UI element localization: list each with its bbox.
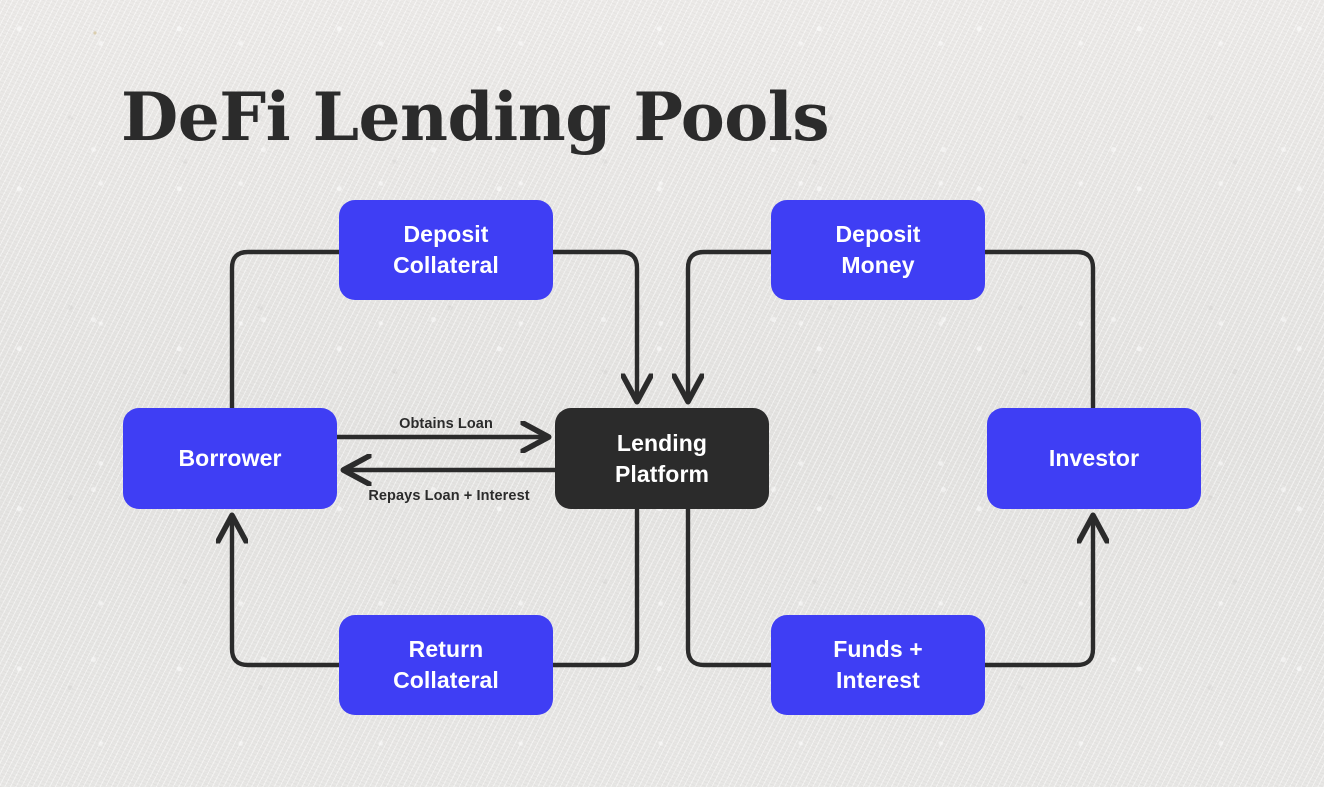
node-label: Borrower [178,445,282,472]
page-title: DeFi Lending Pools [121,78,829,156]
node-label-line1: Return [408,636,484,663]
node-lending-platform[interactable]: Lending Platform [555,408,769,509]
node-label: Investor [1048,445,1140,472]
node-label-line2: Money [841,252,915,278]
node-label-line1: Funds + [833,636,923,663]
node-deposit-money[interactable]: Deposit Money [771,200,985,300]
node-label-line1: Lending [616,429,708,456]
edge-label-obtains-loan: Obtains Loan [399,416,493,432]
node-return-collateral[interactable]: Return Collateral [339,615,553,715]
node-investor[interactable]: Investor [987,408,1201,509]
node-label-line1: Deposit [835,221,921,248]
node-label-line2: Interest [836,667,920,693]
node-label-line2: Platform [614,460,710,487]
node-label-line2: Collateral [393,252,499,278]
node-funds-interest[interactable]: Funds + Interest [771,615,985,715]
node-label-line1: Deposit [403,221,489,248]
node-deposit-collateral[interactable]: Deposit Collateral [339,200,553,300]
node-label-line2: Collateral [393,667,499,693]
node-borrower[interactable]: Borrower [123,408,337,509]
edge-label-repays-loan: Repays Loan + Interest [368,488,530,504]
